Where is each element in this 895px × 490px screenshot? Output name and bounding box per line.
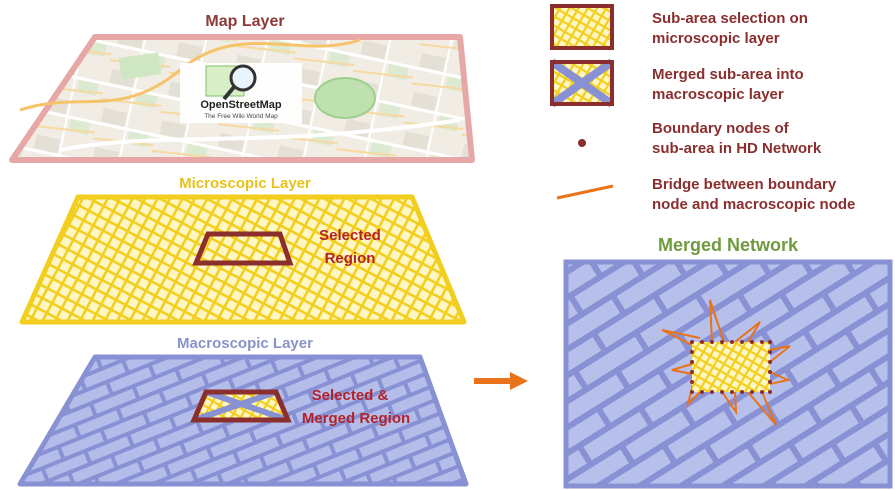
legend-item-4-line2: node and macroscopic node	[652, 196, 855, 213]
microscopic-layer: Microscopic Layer Selected Region	[19, 175, 467, 325]
micro-selected-label-line1: Selected	[319, 227, 381, 244]
bridge-line-icon	[556, 184, 614, 200]
yellow-grid-square-icon	[550, 4, 614, 50]
map-park	[314, 77, 376, 119]
legend: Sub-area selection on microscopic layer …	[549, 4, 855, 213]
osm-logo-tagline: The Free Wiki World Map	[204, 113, 278, 120]
merged-network-title: Merged Network	[658, 235, 799, 255]
legend-item: Boundary nodes of sub-area in HD Network	[578, 120, 822, 157]
boundary-nodes	[690, 340, 772, 394]
macro-selected-label-line2: Merged Region	[302, 410, 410, 427]
macroscopic-layer-title: Macroscopic Layer	[177, 335, 313, 352]
legend-item-1-line1: Sub-area selection on	[652, 10, 808, 27]
merged-sub-area	[692, 342, 770, 392]
openstreetmap-logo: OpenStreetMap The Free Wiki World Map	[180, 63, 302, 123]
legend-item-3-line2: sub-area in HD Network	[652, 140, 822, 157]
merge-arrow-icon	[474, 372, 528, 390]
merged-network: Merged Network	[563, 235, 893, 489]
map-park	[118, 52, 162, 80]
macroscopic-layer: Macroscopic Layer Selected & Merged Regi…	[17, 335, 469, 487]
micro-selected-region-box	[192, 231, 294, 266]
legend-item-2-line1: Merged sub-area into	[652, 66, 804, 83]
legend-item: Sub-area selection on microscopic layer	[550, 4, 808, 50]
magnifier-icon	[229, 64, 257, 92]
macro-selected-region-box	[190, 389, 292, 423]
legend-item-1-line2: microscopic layer	[652, 30, 780, 47]
legend-item: Merged sub-area into macroscopic layer	[549, 58, 804, 108]
osm-logo-name: OpenStreetMap	[200, 99, 282, 111]
legend-item-2-line2: macroscopic layer	[652, 86, 784, 103]
micro-selected-label-line2: Region	[325, 250, 376, 267]
boundary-node-dot-icon	[578, 139, 586, 147]
macro-merged-region	[190, 389, 292, 423]
bridge-lines	[661, 299, 792, 426]
legend-item: Bridge between boundary node and macrosc…	[556, 176, 855, 213]
microscopic-layer-plane	[19, 194, 467, 325]
map-road	[59, 118, 461, 152]
merged-grid-square-icon	[550, 60, 614, 106]
map-layer: Map Layer OpenStreetMap The Free Wiki Wo…	[9, 13, 475, 163]
macro-selected-label-line1: Selected &	[312, 387, 389, 404]
map-layer-title: Map Layer	[205, 13, 284, 30]
microscopic-layer-title: Microscopic Layer	[179, 175, 311, 192]
legend-item-3-line1: Boundary nodes of	[652, 120, 790, 137]
legend-item-4-line1: Bridge between boundary	[652, 176, 837, 193]
